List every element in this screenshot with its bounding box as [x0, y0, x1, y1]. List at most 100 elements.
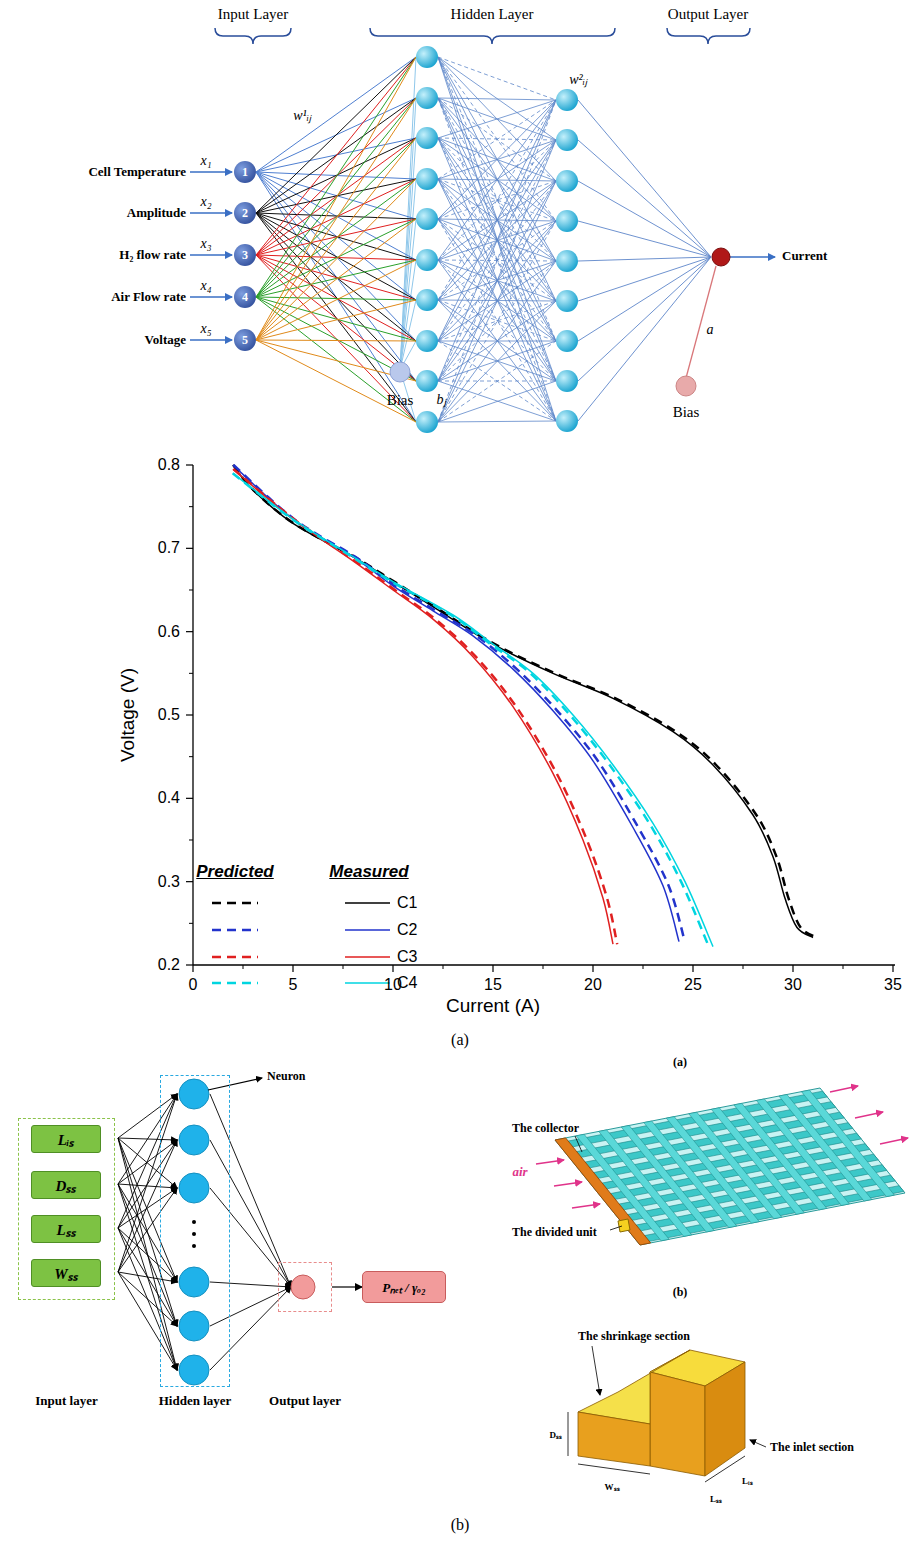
weight-link [118, 1228, 177, 1326]
weight-link [256, 57, 416, 340]
weight-link [438, 100, 556, 341]
hidden-neuron [556, 410, 578, 432]
tick [186, 964, 193, 965]
weight-link [256, 340, 416, 422]
label: a [705, 322, 716, 338]
weight-link [118, 1188, 177, 1272]
weight-link [438, 57, 556, 421]
tick [492, 965, 493, 972]
hidden-neuron [416, 330, 438, 352]
tick [186, 631, 193, 632]
weight-link [578, 100, 711, 257]
input-arrow [190, 212, 232, 213]
output-neuron [712, 248, 730, 266]
label: bⱼ [437, 389, 446, 408]
label: 0 [189, 976, 198, 994]
predicted-curve [233, 465, 684, 942]
dim-line [578, 1464, 650, 1474]
weight-link [256, 98, 416, 340]
leader-arrow [750, 1440, 766, 1447]
label: Bias [387, 392, 414, 409]
node-text: Wₛₛ [54, 1263, 77, 1283]
weight-link [438, 261, 556, 381]
tick [192, 965, 193, 972]
output-neuron [291, 1275, 315, 1299]
tick [392, 965, 393, 972]
air-arrow [880, 1138, 908, 1144]
label: 35 [884, 976, 902, 994]
label: (b) [451, 1516, 470, 1534]
dimension-lines [568, 1136, 766, 1482]
label: Neuron [267, 1069, 305, 1084]
label: The collector [512, 1121, 579, 1136]
weight-link [438, 57, 556, 221]
layer-title: Output layer [269, 1393, 341, 1409]
weight-link [438, 219, 556, 421]
hidden-neuron [556, 210, 578, 232]
weight-link [118, 1138, 177, 1326]
weight-link [256, 213, 416, 260]
weight-link [578, 257, 711, 341]
label: Output Layer [668, 6, 748, 23]
weight-link [256, 57, 416, 255]
hidden-neuron [416, 289, 438, 311]
weight-link [578, 257, 711, 301]
measured-curve [233, 465, 679, 942]
hidden-neuron [556, 250, 578, 272]
weight-link [118, 1184, 177, 1370]
label: x₃ [200, 236, 211, 252]
label: The divided unit [512, 1225, 597, 1240]
weight-link [438, 100, 556, 260]
weight-link [438, 98, 556, 221]
weight-link [438, 100, 556, 138]
weight-link [118, 1184, 177, 1282]
dim-line [568, 1412, 569, 1456]
label: Wₛₛ [605, 1480, 620, 1493]
weight-link [118, 1094, 177, 1228]
label: Lₛₛ [710, 1492, 722, 1505]
tick [692, 965, 693, 972]
tick [186, 798, 193, 799]
weight-link [578, 257, 711, 421]
predicted-sample [212, 929, 258, 932]
inlet-front [650, 1372, 705, 1476]
predicted-curve [233, 469, 617, 944]
bias-link [400, 219, 416, 370]
node-text: Lᵢₛ [58, 1129, 75, 1149]
weight-link [118, 1272, 177, 1370]
tick [592, 965, 593, 972]
input-neuron: 4 [234, 286, 256, 308]
hidden-neuron [416, 168, 438, 190]
weight-link [438, 57, 556, 261]
measured-sample [345, 956, 390, 958]
node-text: 2 [242, 206, 248, 221]
layer-title: Input layer [35, 1393, 97, 1409]
weight-link [118, 1138, 177, 1188]
weight-link [438, 57, 556, 140]
variable-box: Wₛₛ [31, 1259, 101, 1287]
brace [370, 28, 615, 44]
layer-braces [215, 28, 750, 44]
weight-link [118, 1138, 177, 1282]
hidden-neuron [556, 170, 578, 192]
input-arrow [190, 171, 232, 172]
legend-samples [212, 903, 390, 983]
y-axis [192, 465, 193, 965]
predicted-sample [212, 902, 258, 905]
predicted-sample [212, 982, 258, 985]
label: x₅ [200, 321, 211, 337]
weight-link [256, 255, 416, 381]
hidden-neuron [556, 370, 578, 392]
weight-link [438, 341, 556, 421]
node-text: 5 [242, 333, 248, 348]
weight-link [578, 181, 711, 257]
legend-text: C1 [397, 894, 417, 912]
weight-link [438, 301, 556, 422]
weight-link [438, 219, 556, 381]
legend-text: C4 [397, 974, 417, 992]
tick [186, 464, 193, 465]
weight-link [578, 257, 711, 261]
dim-line [705, 1456, 745, 1482]
hidden-neuron [179, 1267, 209, 1297]
